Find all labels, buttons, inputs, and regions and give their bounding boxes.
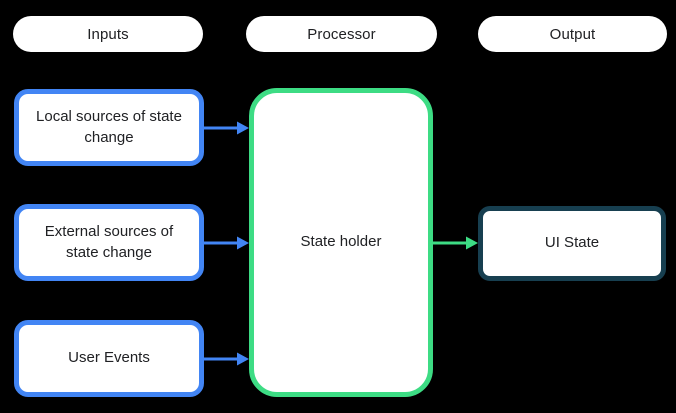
node-ui-state: UI State bbox=[478, 206, 666, 281]
node-state-holder-label: State holder bbox=[300, 233, 382, 251]
node-ui-state-label: UI State bbox=[544, 234, 600, 252]
node-external-sources-label: External sources of state change bbox=[44, 223, 174, 261]
arrow-events-to-state-holder-icon bbox=[204, 352, 249, 366]
node-local-sources: Local sources of state change bbox=[14, 89, 204, 166]
node-user-events-label: User Events bbox=[68, 349, 150, 367]
arrow-state-holder-to-ui-state-icon bbox=[433, 236, 478, 250]
arrow-local-to-state-holder-icon bbox=[204, 121, 249, 135]
node-external-sources: External sources of state change bbox=[14, 204, 204, 281]
header-label-output: Output bbox=[549, 25, 596, 43]
header-pill-output: Output bbox=[478, 16, 667, 52]
header-label-processor: Processor bbox=[307, 25, 376, 43]
node-user-events: User Events bbox=[14, 320, 204, 397]
header-pill-inputs: Inputs bbox=[13, 16, 203, 52]
arrow-external-to-state-holder-icon bbox=[204, 236, 249, 250]
node-local-sources-label: Local sources of state change bbox=[36, 108, 182, 146]
header-pill-processor: Processor bbox=[246, 16, 437, 52]
header-label-inputs: Inputs bbox=[87, 25, 129, 43]
node-state-holder: State holder bbox=[249, 88, 433, 397]
